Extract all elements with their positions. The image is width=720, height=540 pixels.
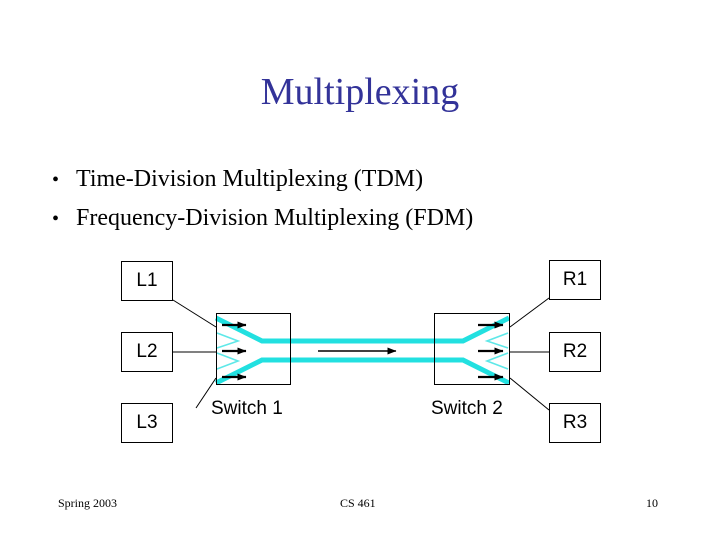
- bullet-list: • Time-Division Multiplexing (TDM) • Fre…: [52, 160, 672, 238]
- switch-1-label: Switch 1: [211, 398, 283, 419]
- host-label: L1: [136, 270, 158, 291]
- bullet-text: Time-Division Multiplexing (TDM): [76, 166, 424, 192]
- footer-date: Spring 2003: [58, 496, 118, 510]
- host-box-r1[interactable]: R1: [549, 260, 601, 300]
- link-switch2-r1: [509, 297, 550, 328]
- list-item: • Frequency-Division Multiplexing (FDM): [52, 199, 672, 238]
- bullet-marker-icon: •: [52, 169, 60, 191]
- switch-2-box[interactable]: [434, 313, 510, 385]
- split-chevron-icon: [484, 332, 509, 349]
- footer-course: CS 461: [340, 496, 376, 510]
- merge-chevron-icon: [216, 332, 241, 349]
- trunk-path-lower-in: [214, 357, 291, 386]
- footer-slide-number: 10: [646, 496, 658, 510]
- host-box-r2[interactable]: R2: [549, 332, 601, 372]
- host-label: R1: [562, 269, 588, 290]
- merge-chevron-icon: [216, 352, 241, 370]
- link-l1-switch1: [172, 299, 217, 328]
- host-box-l3[interactable]: L3: [121, 403, 173, 443]
- host-label: L2: [136, 341, 158, 362]
- bullet-text: Frequency-Division Multiplexing (FDM): [76, 205, 474, 231]
- switch-1-box[interactable]: [216, 313, 291, 385]
- host-box-r3[interactable]: R3: [549, 403, 601, 443]
- link-switch2-r3: [509, 377, 550, 411]
- list-item: • Time-Division Multiplexing (TDM): [52, 160, 672, 199]
- host-label: R2: [562, 341, 588, 362]
- host-label: R3: [562, 412, 588, 433]
- host-box-l2[interactable]: L2: [121, 332, 173, 372]
- host-label: L3: [136, 412, 158, 433]
- page-title: Multiplexing: [260, 71, 460, 113]
- link-l3-switch1: [195, 377, 217, 409]
- trunk-path-lower-out: [434, 357, 511, 386]
- switch-2-label: Switch 2: [431, 398, 503, 419]
- split-chevron-icon: [484, 352, 509, 370]
- bullet-marker-icon: •: [52, 208, 60, 230]
- host-box-l1[interactable]: L1: [121, 261, 173, 301]
